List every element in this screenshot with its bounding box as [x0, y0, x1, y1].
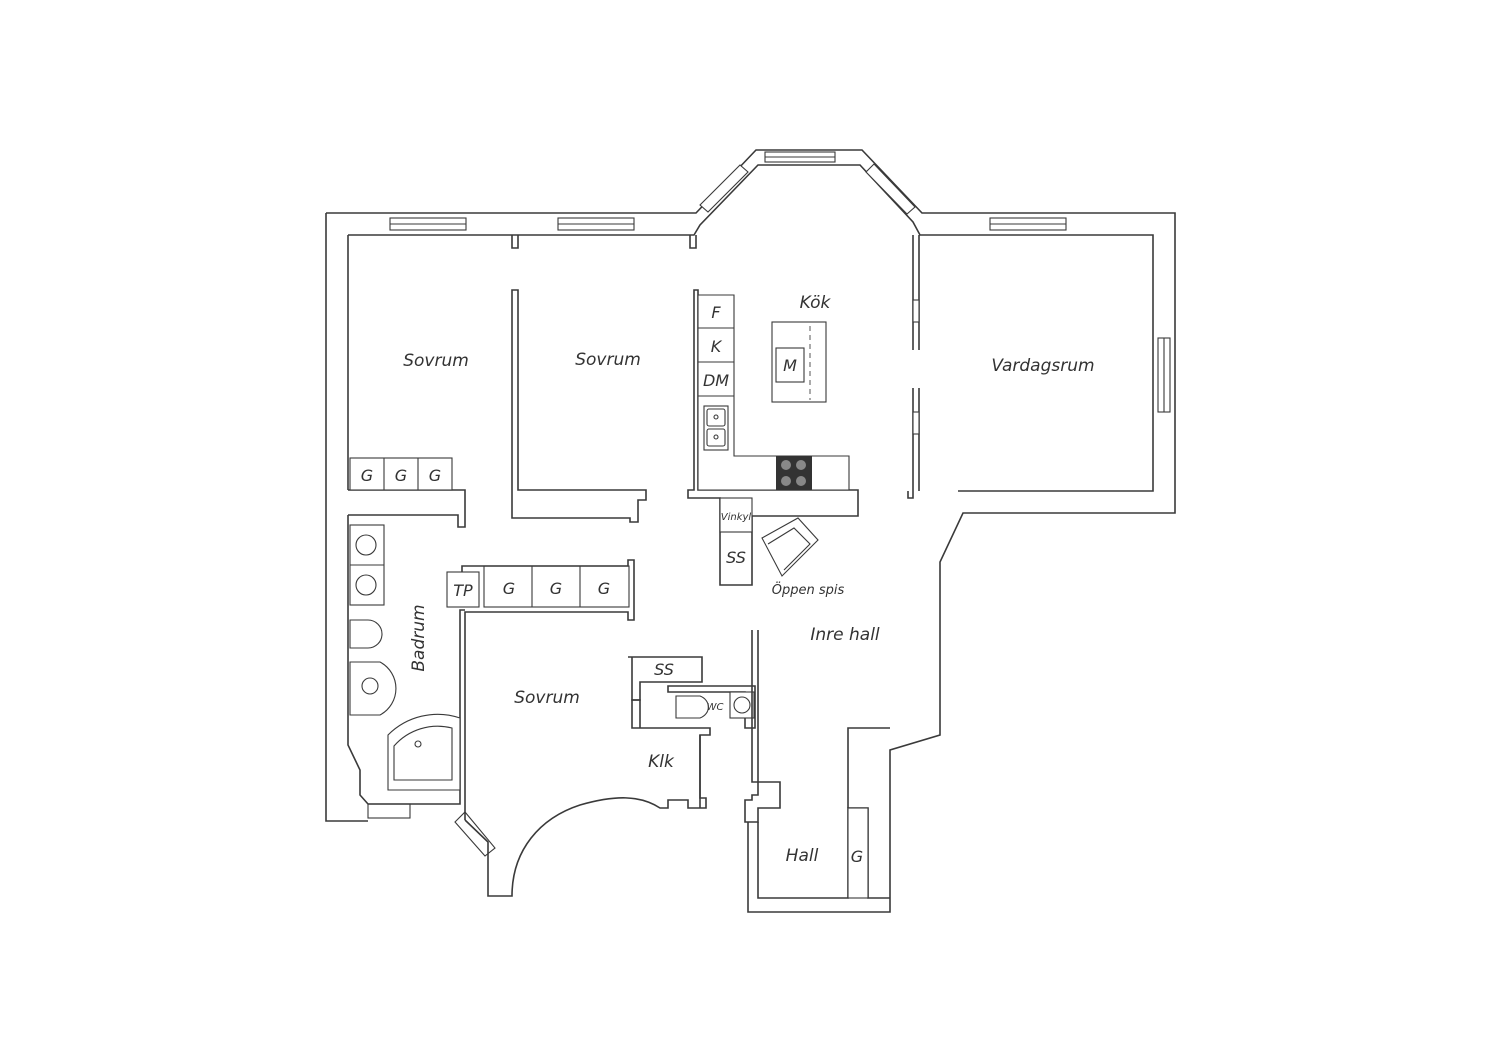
fridge-label: F [711, 303, 721, 322]
room-label-sovrum-3: Sovrum [514, 688, 580, 708]
wardrobe-label: G [395, 466, 407, 485]
wardrobes [349, 457, 635, 820]
room-label-inre-hall: Inre hall [810, 625, 880, 645]
room-label-sovrum-2: Sovrum [575, 350, 641, 370]
kitchen-ss-label: SS [726, 548, 746, 567]
wardrobe-label: G [429, 466, 441, 485]
hall [757, 727, 890, 899]
fireplace-label: Öppen spis [772, 581, 845, 598]
room-label-badrum: Badrum [409, 604, 429, 671]
dishwasher-label: DM [703, 371, 729, 390]
living-partitions [907, 235, 920, 499]
room-label-kok: Kök [800, 293, 832, 313]
bathroom [347, 515, 465, 805]
kitchen-walls [687, 289, 859, 586]
ss-label: SS [654, 660, 674, 679]
tp-label: TP [453, 581, 473, 600]
island-label: M [783, 356, 797, 375]
room-label-vardagsrum: Vardagsrum [991, 356, 1094, 376]
room-label-wc: WC [707, 702, 724, 713]
windows [367, 151, 1171, 857]
wardrobe-label: G [550, 579, 562, 598]
room-label-hall: Hall [786, 846, 819, 866]
wine-fridge-label: Vinkyl [721, 512, 752, 523]
room-label-klk: Klk [648, 752, 675, 772]
wardrobe-label: G [851, 847, 863, 866]
wardrobe-label: G [503, 579, 515, 598]
freezer-label: K [711, 337, 723, 356]
wardrobe-label: G [598, 579, 610, 598]
lower-bedroom-walls [464, 630, 781, 897]
room-label-sovrum-1: Sovrum [403, 351, 469, 371]
wardrobe-label: G [361, 466, 373, 485]
